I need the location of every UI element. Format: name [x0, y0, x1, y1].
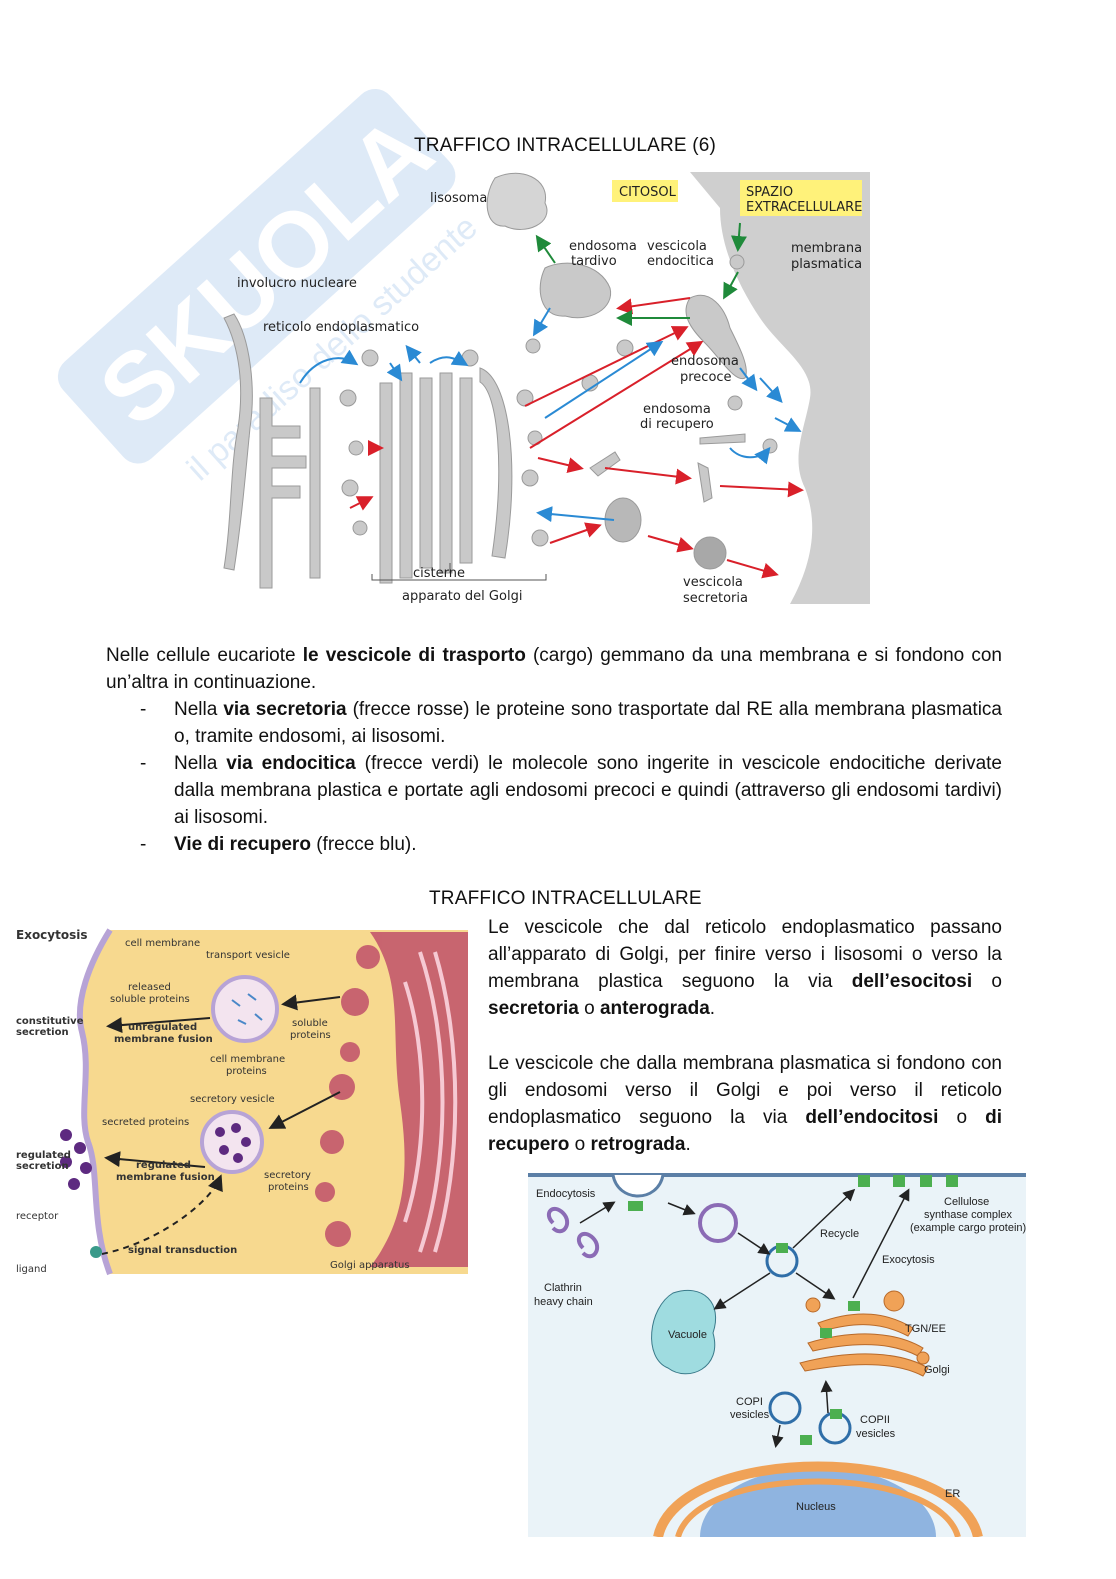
endoplasmic-reticulum [653, 1461, 983, 1537]
exo-soluble-1: soluble [292, 1018, 328, 1029]
exo-cell-membrane: cell membrane [125, 938, 200, 949]
exo-cmp-2: proteins [226, 1066, 267, 1077]
label-spazio-2: EXTRACELLULARE [746, 200, 862, 215]
section1-title: TRAFFICO INTRACELLULARE (6) [414, 135, 717, 156]
label-membrana-1: membrana [791, 241, 862, 256]
label-endosoma-tardivo-2: tardivo [571, 254, 617, 269]
label-vescicola-endocitica-1: vescicola [647, 239, 707, 254]
label-endosoma-precoce-2: precoce [680, 370, 732, 385]
label-citosol: CITOSOL [619, 185, 677, 200]
intracellular-traffic-figure: lisosoma CITOSOL SPAZIO EXTRACELLULARE e… [223, 172, 870, 606]
exo-regulated-fus-2: membrane fusion [116, 1172, 215, 1183]
cell-trafficking-figure: Endocytosis Clathrin heavy chain Recycle… [528, 1173, 1026, 1537]
vacuole [651, 1289, 717, 1375]
cell-endocytosis: Endocytosis [536, 1188, 596, 1200]
label-vescicola-secretoria-2: secretoria [683, 591, 748, 606]
label-lisosoma: lisosoma [430, 191, 487, 206]
label-reticolo: reticolo endoplasmatico [263, 320, 419, 335]
exo-unregulated-2: membrane fusion [114, 1034, 213, 1045]
bullet-list: - Nella via secretoria (frecce rosse) le… [106, 696, 1002, 858]
golgi-apparatus [370, 932, 468, 1267]
cell-membrane [76, 928, 113, 1276]
cell-copi-1: COPI [736, 1396, 763, 1408]
golgi-cisterna [379, 382, 393, 584]
label-vescicola-secretoria-1: vescicola [683, 575, 743, 590]
exo-title: Exocytosis [16, 928, 88, 942]
exocytosis-paragraph: Le vescicole che dal reticolo endoplasma… [488, 917, 1002, 1019]
exo-soluble-2: proteins [290, 1030, 331, 1041]
nuclear-envelope [223, 313, 253, 571]
cell-cellulose-3: (example cargo protein) [910, 1222, 1026, 1234]
label-vescicola-endocitica-2: endocitica [647, 254, 714, 269]
label-cisterne: cisterne [413, 566, 465, 581]
label-golgi: apparato del Golgi [402, 589, 522, 604]
cell-vacuole: Vacuole [668, 1329, 707, 1341]
cell-exocytosis: Exocytosis [882, 1254, 935, 1266]
cell-clathrin-1: Clathrin [544, 1282, 582, 1294]
bullet-secretoria: - Nella via secretoria (frecce rosse) le… [140, 699, 1002, 747]
exo-constitutive-1: constitutive [16, 1016, 84, 1027]
exo-released-2: soluble proteins [110, 994, 190, 1005]
exo-cmp-1: cell membrane [210, 1054, 285, 1065]
label-endosoma-precoce-1: endosoma [671, 354, 739, 369]
exo-secreted-proteins: secreted proteins [102, 1117, 189, 1128]
receptor-icon [90, 1246, 102, 1258]
label-endosoma-recupero-1: endosoma [643, 402, 711, 417]
transport-vesicle [211, 975, 279, 1043]
endoplasmic-reticulum [259, 397, 307, 589]
exo-transport-vesicle: transport vesicle [206, 950, 290, 961]
intro-paragraph: Nelle cellule eucariote le vescicole di … [106, 645, 1002, 693]
exo-regulated-sec-1: regulated [16, 1150, 71, 1161]
cell-cellulose-1: Cellulose [944, 1196, 989, 1208]
bullet-recupero: - Vie di recupero (frecce blu). [140, 834, 417, 855]
cell-cellulose-2: synthase complex [924, 1209, 1013, 1221]
exo-receptor: receptor [16, 1211, 59, 1222]
exocytosis-figure: Exocytosis cell membrane transport vesic… [10, 922, 468, 1278]
cell-copii-2: vesicles [856, 1428, 896, 1440]
section2-title: TRAFFICO INTRACELLULARE [429, 888, 702, 909]
exo-secretory-vesicle: secretory vesicle [190, 1094, 275, 1105]
late-endosome [539, 262, 612, 319]
exo-ligand: ligand [16, 1264, 47, 1275]
label-endosoma-tardivo-1: endosoma [569, 239, 637, 254]
cell-golgi: Golgi [924, 1364, 950, 1376]
exo-unregulated-1: unregulated [128, 1022, 197, 1033]
lysosome [486, 172, 548, 230]
endocytic-vesicle [729, 254, 745, 270]
endocytosis-paragraph: Le vescicole che dalla membrana plasmati… [488, 1053, 1002, 1155]
plasma-membrane [690, 172, 870, 604]
secretory-vesicle-2 [693, 536, 727, 570]
cell-copi-2: vesicles [730, 1409, 770, 1421]
label-membrana-2: plasmatica [791, 257, 862, 272]
golgi-stack [817, 1313, 914, 1337]
exo-secretory-prot-1: secretory [264, 1170, 311, 1181]
exo-released-1: released [128, 982, 171, 993]
label-endosoma-recupero-2: di recupero [640, 417, 714, 432]
watermark-logo: SKUOLA.net il paradiso dello studente [57, 40, 500, 488]
cell-tgn: TGN/EE [905, 1323, 946, 1335]
label-involucro: involucro nucleare [237, 276, 357, 291]
exo-signal: signal transduction [128, 1245, 237, 1256]
cell-nucleus: Nucleus [796, 1501, 836, 1513]
exo-regulated-sec-2: secretion [16, 1161, 69, 1172]
exo-regulated-fus-1: regulated [136, 1160, 191, 1171]
cell-recycle: Recycle [820, 1228, 859, 1240]
bullet-endocitica: - Nella via endocitica (frecce verdi) le… [140, 753, 1003, 828]
secretory-vesicle [200, 1110, 264, 1174]
cell-copii-1: COPII [860, 1414, 890, 1426]
exo-golgi: Golgi apparatus [330, 1260, 410, 1271]
label-spazio-1: SPAZIO [746, 185, 793, 200]
exo-constitutive-2: secretion [16, 1027, 69, 1038]
exo-secretory-prot-2: proteins [268, 1182, 309, 1193]
cell-er: ER [945, 1488, 960, 1500]
cell-clathrin-2: heavy chain [534, 1296, 593, 1308]
